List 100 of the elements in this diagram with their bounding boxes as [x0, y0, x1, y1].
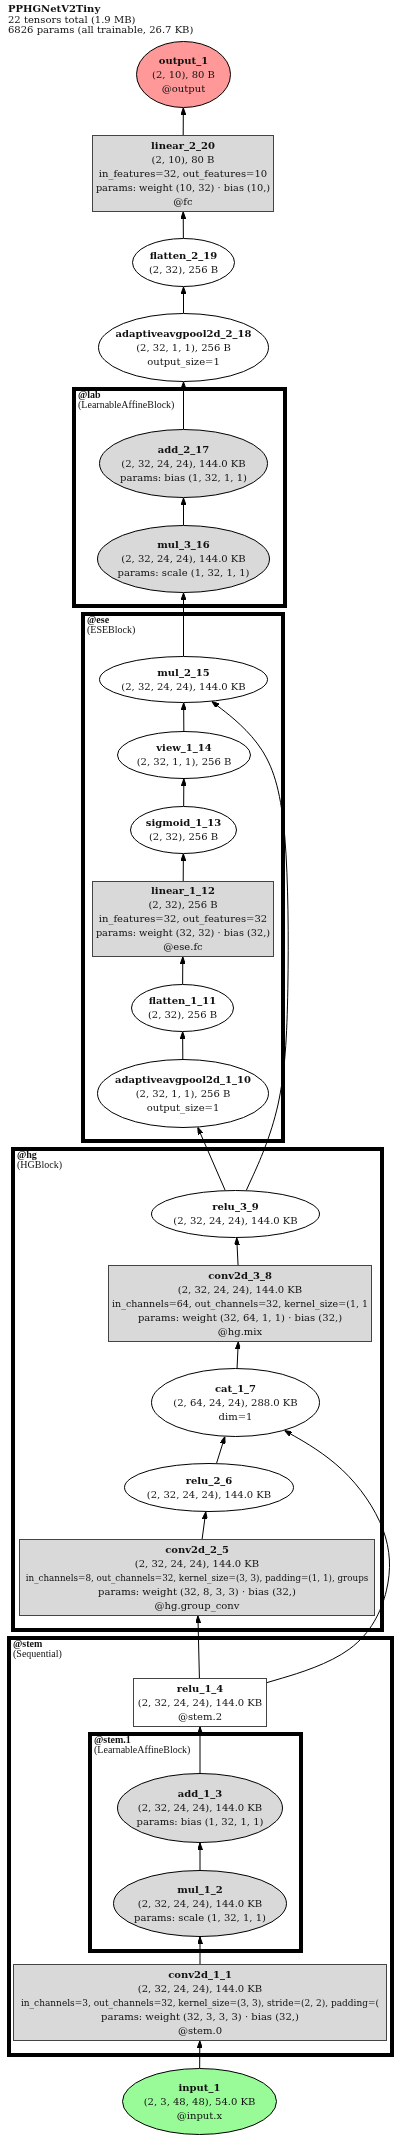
arrow — [180, 107, 187, 136]
op-detail: (2, 32, 1, 1), 256 B — [135, 1086, 231, 1101]
op-detail: (2, 32, 1, 1), 256 B — [136, 755, 232, 769]
arrow — [180, 592, 187, 657]
op-detail: (2, 32, 24, 24), 144.0 KB — [121, 552, 246, 566]
op-detail: @fc — [173, 194, 193, 209]
op-name: cat_1_7 — [214, 1381, 257, 1396]
op-detail: (2, 10), 80 B — [151, 152, 215, 167]
arrow — [201, 1511, 208, 1540]
op-detail: params: scale (1, 32, 1, 1) — [117, 566, 250, 580]
op-detail: (2, 32), 256 B — [148, 830, 219, 844]
op-detail: (2, 32), 256 B — [148, 898, 218, 912]
op-name: mul_3_16 — [157, 538, 210, 552]
op-detail: (2, 32, 24, 24), 144.0 KB — [173, 1214, 298, 1228]
op-ellipse — [98, 313, 269, 382]
module-group — [7, 1636, 394, 2057]
module-group — [81, 612, 285, 1143]
op-ellipse — [131, 984, 234, 1032]
summary-text: 6826 params (all trainable, 26.7 KB) — [8, 25, 194, 36]
arrow — [197, 1726, 203, 1774]
arrow — [197, 1842, 203, 1871]
op-detail: @stem.2 — [177, 1709, 223, 1724]
layer-box — [133, 1678, 267, 1727]
op-ellipse — [99, 429, 268, 498]
op-name: conv2d_3_8 — [208, 1268, 272, 1283]
op-ellipse — [132, 238, 235, 287]
op-ellipse — [117, 1773, 283, 1843]
op-detail: @stem.0 — [177, 2023, 223, 2038]
op-name: add_2_17 — [157, 442, 210, 457]
op-name: linear_2_20 — [151, 138, 215, 153]
module-name: @hg — [17, 1149, 37, 1160]
op-detail: @ese.fc — [163, 940, 203, 954]
diagram-title: PPHGNetV2Tiny — [8, 4, 101, 14]
op-detail: (2, 3, 48, 48), 54.0 KB — [143, 2094, 256, 2109]
op-detail: params: bias (1, 32, 1, 1) — [136, 1815, 264, 1829]
module-type: (LearnableAffineBlock) — [94, 1745, 191, 1756]
op-detail: params: bias (1, 32, 1, 1) — [120, 470, 247, 485]
op-ellipse — [97, 525, 270, 593]
arrow — [234, 1237, 241, 1266]
op-detail: @hg.mix — [217, 1324, 263, 1339]
layer-box — [92, 135, 274, 212]
arrow — [211, 701, 289, 1191]
op-ellipse — [117, 731, 251, 779]
module-name: @stem — [13, 1638, 43, 1649]
op-detail: (2, 32, 24, 24), 144.0 KB — [146, 1487, 272, 1502]
op-detail: (2, 32), 256 B — [147, 1008, 218, 1022]
op-name: relu_2_6 — [185, 1473, 233, 1488]
op-ellipse — [113, 1870, 287, 1937]
arrow — [197, 1127, 226, 1191]
module-type: (LearnableAffineBlock) — [78, 400, 175, 411]
op-ellipse — [136, 41, 231, 108]
op-detail: params: weight (32, 32) · bias (32,) — [95, 926, 271, 940]
op-detail: @input.x — [176, 2108, 223, 2123]
op-detail: params: scale (1, 32, 1, 1) — [134, 1910, 266, 1925]
op-name: output_1 — [158, 53, 209, 68]
op-name: flatten_1_11 — [148, 994, 217, 1008]
op-detail: (2, 32, 1, 1), 256 B — [136, 340, 231, 355]
layer-box — [108, 1265, 372, 1342]
arrow — [180, 286, 187, 314]
op-detail: in_channels=64, out_channels=32, kernel_size=(1, 1 — [112, 1296, 368, 1311]
op-name: input_1 — [178, 2080, 221, 2095]
op-detail: @output — [161, 81, 206, 96]
op-detail: (2, 32, 24, 24), 144.0 KB — [121, 679, 246, 694]
op-name: relu_1_4 — [176, 1681, 224, 1696]
op-name: relu_3_9 — [212, 1200, 259, 1214]
op-detail: (2, 32, 24, 24), 144.0 KB — [137, 1801, 263, 1815]
arrow — [197, 1936, 203, 1965]
arrow — [216, 1436, 226, 1464]
op-ellipse — [124, 1463, 294, 1512]
op-name: sigmoid_1_13 — [145, 816, 222, 830]
op-ellipse — [99, 656, 268, 703]
op-name: adaptiveavgpool2d_2_18 — [115, 326, 252, 341]
op-detail: in_channels=8, out_channels=32, kernel_size=(3, 3), padding=(1, 1), groups — [25, 1571, 369, 1585]
op-detail: (2, 32, 24, 24), 144.0 KB — [121, 456, 246, 471]
arrow — [196, 2040, 203, 2069]
summary-text: 22 tensors total (1.9 MB) — [8, 14, 136, 25]
layer-box — [13, 1964, 387, 2041]
op-name: adaptiveavgpool2d_1_10 — [115, 1072, 251, 1087]
op-detail: (2, 32, 24, 24), 144.0 KB — [177, 1282, 303, 1297]
arrow — [180, 381, 187, 430]
op-detail: params: weight (32, 64, 1, 1) · bias (32,) — [137, 1310, 343, 1325]
op-detail: in_channels=3, out_channels=32, kernel_size=(3, 3), stride=(2, 2), padding=( — [20, 1996, 380, 2010]
op-detail: (2, 64, 24, 24), 288.0 KB — [173, 1395, 298, 1410]
op-name: linear_1_12 — [151, 884, 215, 898]
arrow — [179, 956, 186, 985]
module-group — [72, 387, 287, 608]
op-ellipse — [97, 1059, 269, 1128]
op-detail: dim=1 — [218, 1409, 253, 1424]
op-name: mul_1_2 — [177, 1882, 223, 1897]
op-detail: output_size=1 — [146, 1100, 220, 1115]
op-detail: (2, 32), 256 B — [148, 262, 219, 277]
arrow — [180, 702, 187, 732]
op-ellipse — [122, 2068, 277, 2135]
layer-box — [92, 881, 274, 957]
module-name: @ese — [87, 614, 110, 625]
op-name: flatten_2_19 — [149, 248, 218, 263]
op-detail: @hg.group_conv — [154, 1598, 240, 1613]
arrow — [266, 1430, 390, 1684]
op-detail: in_features=32, out_features=10 — [98, 166, 268, 181]
arrow — [195, 1615, 202, 1679]
